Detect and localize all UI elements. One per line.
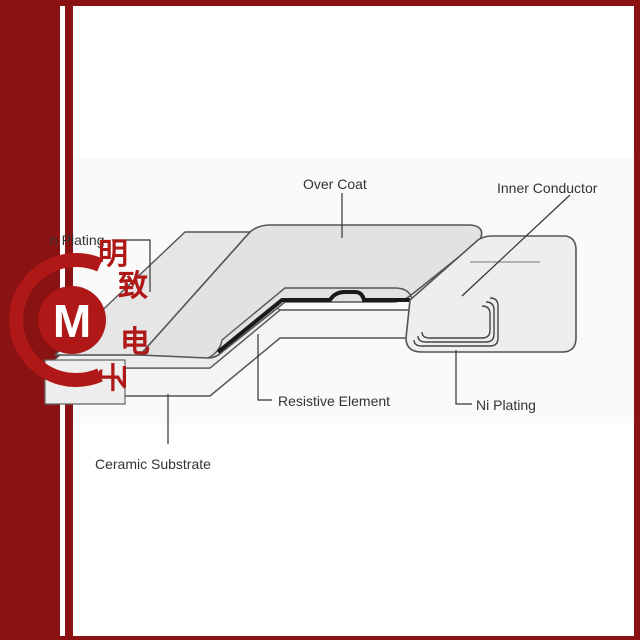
right-frame-bar — [634, 0, 640, 640]
sn-plating-label: n Plating — [50, 232, 105, 248]
logo-inner-disc — [38, 286, 106, 354]
logo-char-4: 子 — [94, 362, 129, 392]
resistive-element-shape — [216, 290, 410, 354]
bottom-frame-bar — [0, 636, 640, 640]
top-frame-bar — [0, 0, 640, 6]
ceramic-substrate-label: Ceramic Substrate — [95, 456, 211, 472]
ni-plating-layer — [413, 297, 499, 347]
over-coat-front-edge — [207, 287, 413, 359]
ni-plating-label: Ni Plating — [476, 397, 536, 413]
inner-conductor-label: Inner Conductor — [497, 180, 598, 196]
resistive-element-leader — [257, 334, 272, 401]
over-coat-label: Over Coat — [303, 176, 367, 192]
inner-conductor-leader — [461, 194, 571, 297]
inner-conductor-layer — [417, 301, 495, 343]
logo-char-2: 致 — [118, 269, 148, 304]
inner-plating-layer — [421, 305, 491, 339]
over-coat-shape — [138, 224, 483, 359]
logo-ring-outer — [9, 253, 103, 387]
resistive-element-label: Resistive Element — [278, 393, 391, 409]
ni-plating-leader — [455, 350, 472, 405]
logo-char-3: 电 — [120, 325, 150, 360]
right-end-cap — [405, 235, 577, 353]
logo-letter: M — [53, 295, 91, 347]
logo-char-1: 明 — [98, 237, 128, 272]
sn-plating-leader — [112, 239, 151, 292]
